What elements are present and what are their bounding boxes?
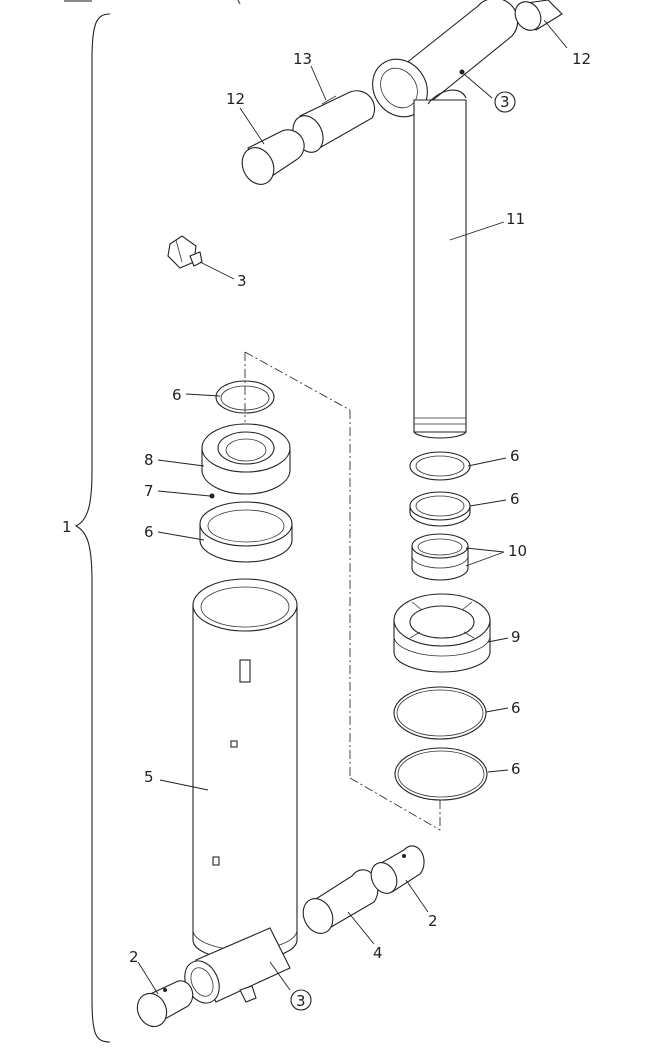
label-grease-fitting-bottom: 3 (296, 992, 306, 1010)
base-cross-tube (184, 927, 291, 1004)
label-assembly: 1 (62, 518, 72, 536)
label-seal-piston-upper: 6 (511, 699, 521, 717)
seal-rod-lower (409, 491, 471, 527)
seal-mid-left (199, 501, 293, 563)
subassembly-dash-line (244, 351, 441, 831)
label-set-screw: 7 (144, 482, 154, 500)
label-pin-bushing-lower-left: 2 (129, 948, 139, 966)
circle-callout-3-top (494, 91, 516, 113)
label-seal-piston-lower: 6 (511, 760, 521, 778)
label-bushing-top-left: 12 (226, 90, 245, 108)
seal-upper-left (215, 380, 275, 414)
pin-bushing-lower-right (370, 845, 425, 894)
label-grease-fitting-loose: 3 (237, 272, 247, 290)
label-seal-rod-upper: 6 (510, 447, 520, 465)
label-gland-nut: 8 (144, 451, 154, 469)
set-screw (209, 493, 215, 499)
label-wear-rings: 10 (508, 542, 527, 560)
piston (393, 593, 491, 673)
label-rod: 11 (506, 210, 525, 228)
piston-rod (413, 89, 467, 439)
pin-bushing-lower-left (136, 980, 194, 1028)
bushing-top-left (241, 129, 305, 185)
label-pin-sleeve: 13 (293, 50, 312, 68)
leader-lines (137, 19, 568, 995)
seal-rod-upper (409, 451, 471, 481)
cylinder-barrel (192, 578, 298, 961)
label-bushing-top-right: 12 (572, 50, 591, 68)
label-piston: 9 (511, 628, 521, 646)
wear-rings (411, 533, 469, 581)
label-pin-bushing-middle: 4 (373, 944, 383, 962)
seal-piston-upper (393, 686, 487, 740)
grease-fitting-loose (167, 235, 203, 269)
assembly-brace (74, 13, 111, 1043)
label-seal-upper-left: 6 (172, 386, 182, 404)
circle-callout-3-bottom (290, 989, 312, 1011)
label-grease-fitting-top: 3 (500, 93, 510, 111)
label-barrel: 5 (144, 768, 154, 786)
pin-bushing-middle (302, 869, 379, 934)
header-fragment (64, 0, 241, 5)
label-seal-mid-left: 6 (144, 523, 154, 541)
label-seal-rod-lower: 6 (510, 490, 520, 508)
seal-piston-lower (394, 747, 488, 801)
bushing-top-right (514, 0, 563, 31)
label-pin-bushing-lower-right: 2 (428, 912, 438, 930)
gland-nut (201, 423, 291, 495)
